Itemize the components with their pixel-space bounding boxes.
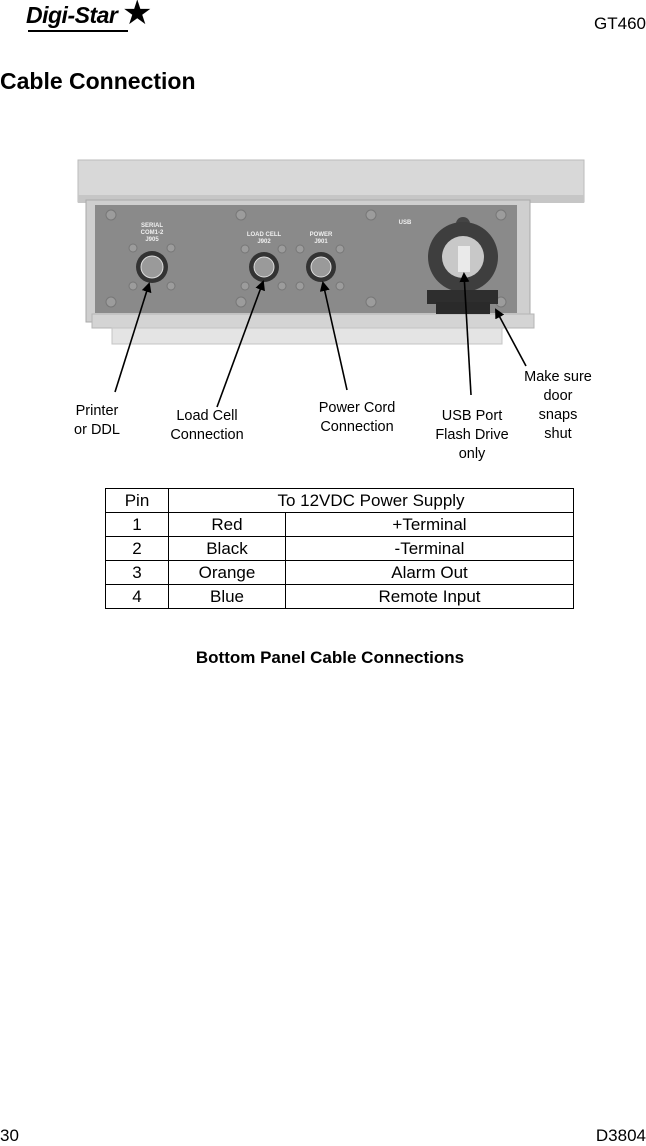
table-row: 4 Blue Remote Input <box>105 584 574 609</box>
cell-pin: 3 <box>105 560 169 585</box>
usb-port <box>427 217 498 314</box>
label-serial: SERIAL <box>141 223 163 229</box>
panel-screws <box>105 209 507 308</box>
cell-function: -Terminal <box>285 536 574 561</box>
label-j901: J901 <box>314 239 328 245</box>
label-power: POWER <box>310 232 333 238</box>
page-number: 30 <box>0 1126 19 1145</box>
star-icon: ★ <box>122 0 153 32</box>
power-connector <box>306 252 336 282</box>
cell-pin: 2 <box>105 536 169 561</box>
housing-lip <box>78 195 584 203</box>
label-com: COM1-2 <box>141 230 164 236</box>
leader-arrows <box>114 272 527 408</box>
cell-function: Alarm Out <box>285 560 574 585</box>
arrow-printer <box>114 282 152 393</box>
cell-function: +Terminal <box>285 512 574 537</box>
callout-printer: Printer or DDL <box>74 403 120 438</box>
cell-color: Orange <box>168 560 286 585</box>
cell-pin: 4 <box>105 584 169 609</box>
table-header-row: Pin To 12VDC Power Supply <box>105 488 574 513</box>
usb-door <box>427 290 498 304</box>
arrow-door <box>495 308 527 367</box>
label-j902: J902 <box>257 239 271 245</box>
pin-table: Pin To 12VDC Power Supply 1 Red +Termina… <box>105 488 574 609</box>
document-code: D3804 <box>595 1126 646 1145</box>
arrow-power <box>319 281 348 391</box>
cell-color: Blue <box>168 584 286 609</box>
load-cell-connector <box>249 252 279 282</box>
header-supply: To 12VDC Power Supply <box>168 488 574 513</box>
table-row: 2 Black -Terminal <box>105 536 574 561</box>
callout-power-cord: Power Cord Connection <box>318 400 396 435</box>
cell-pin: 1 <box>105 512 169 537</box>
logo-underline <box>28 30 128 32</box>
label-j905: J905 <box>145 237 159 243</box>
header-pin: Pin <box>105 488 169 513</box>
arrow-load-cell <box>216 280 265 408</box>
page-title: Cable Connection <box>0 68 196 94</box>
label-usb: USB <box>399 220 412 226</box>
bottom-panel-diagram: SERIAL COM1-2 J905 LOAD CELL J902 POWER … <box>0 150 646 470</box>
table-row: 3 Orange Alarm Out <box>105 560 574 585</box>
panel-illustration: SERIAL COM1-2 J905 LOAD CELL J902 POWER … <box>77 159 585 408</box>
callout-usb-port: USB Port Flash Drive only <box>435 408 509 462</box>
bottom-base <box>111 327 503 345</box>
callout-door: Make sure door snaps shut <box>524 369 592 442</box>
cell-function: Remote Input <box>285 584 574 609</box>
figure-caption: Bottom Panel Cable Connections <box>195 648 465 667</box>
table-row: 1 Red +Terminal <box>105 512 574 537</box>
callout-load-cell: Load Cell Connection <box>170 408 244 443</box>
arrow-usb <box>459 272 472 396</box>
cell-color: Black <box>168 536 286 561</box>
brand-name: Digi-Star <box>26 2 118 28</box>
cell-color: Red <box>168 512 286 537</box>
serial-connector <box>136 251 168 283</box>
label-load-cell: LOAD CELL <box>247 232 282 238</box>
model-name: GT460 <box>594 14 646 33</box>
